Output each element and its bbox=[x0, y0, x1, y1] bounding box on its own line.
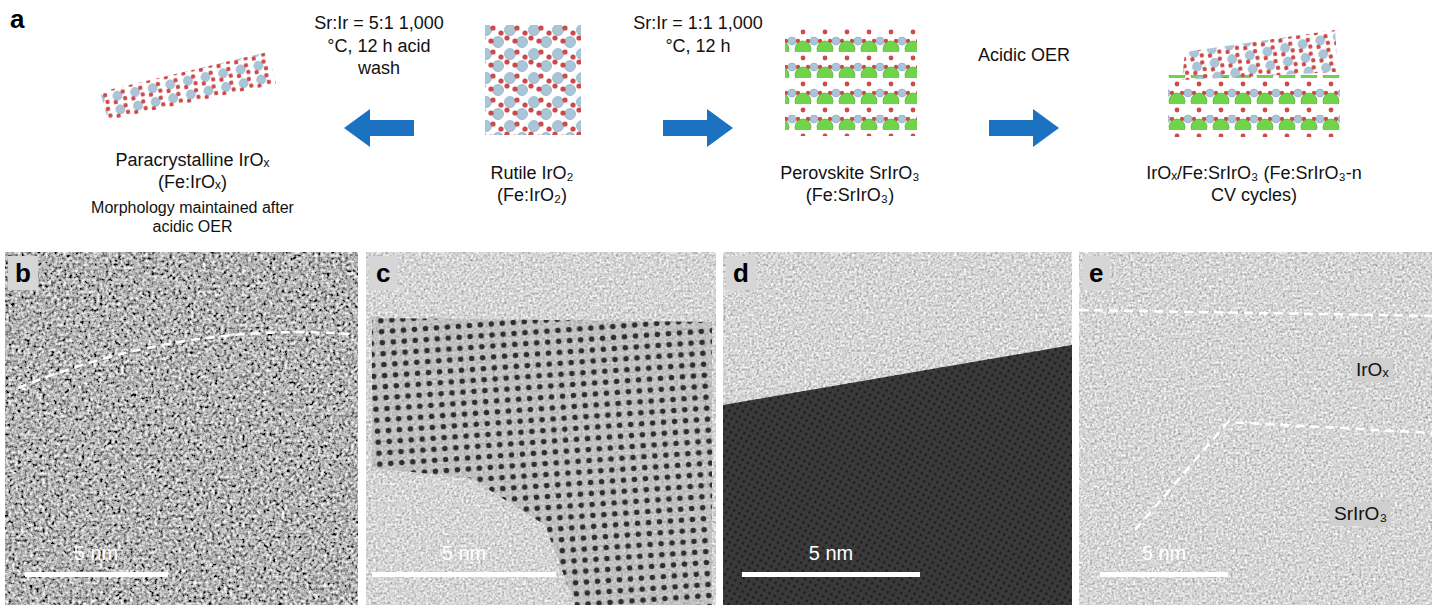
structure-node: Rutile IrO₂ (Fe:IrO₂) bbox=[418, 20, 646, 210]
scale-label: 5 nm bbox=[809, 542, 853, 565]
structure-caption: Rutile IrO₂ (Fe:IrO₂) bbox=[465, 163, 600, 206]
structure-node: IrOₓ/Fe:SrIrO₃ (Fe:SrIrO₃-n CV cycles) bbox=[1098, 20, 1410, 215]
perovskite-base bbox=[1168, 75, 1340, 137]
tem-image bbox=[723, 252, 1072, 605]
scale-bar bbox=[25, 572, 168, 577]
panel-letter: b bbox=[8, 256, 38, 290]
structure-note: Morphology maintained after acidic OER bbox=[90, 198, 295, 236]
process-arrow bbox=[989, 109, 1059, 147]
interface-line bbox=[1135, 422, 1432, 530]
interface-line bbox=[18, 332, 350, 388]
process-conditions: Sr:Ir = 1:1 1,000 °C, 12 h bbox=[629, 12, 767, 57]
interface-line bbox=[1079, 310, 1432, 316]
crystal-region bbox=[723, 252, 1072, 605]
scale-bar bbox=[372, 572, 556, 577]
region-label: IrOₓ bbox=[1352, 358, 1393, 382]
perovskite-structure bbox=[785, 28, 917, 136]
scale-label: 5 nm bbox=[1142, 542, 1186, 565]
panel-letter: c bbox=[369, 256, 397, 290]
structure-caption: Paracrystalline IrOₓ (Fe:IrOₓ) bbox=[88, 150, 298, 193]
process-arrow bbox=[344, 109, 414, 147]
scale-label: 5 nm bbox=[442, 542, 486, 565]
structure-node: Paracrystalline IrOₓ (Fe:IrOₓ) Morphology… bbox=[45, 40, 340, 245]
tem-image bbox=[366, 252, 716, 605]
tem-image bbox=[1079, 252, 1432, 605]
process-arrow bbox=[663, 109, 733, 147]
process-conditions: Sr:Ir = 5:1 1,000 °C, 12 h acid wash bbox=[310, 12, 448, 80]
lattice-fringes bbox=[366, 252, 716, 605]
scale-bar bbox=[742, 572, 920, 577]
region-label: SrIrO₃ bbox=[1330, 502, 1391, 526]
lattice-fringes bbox=[723, 252, 1072, 605]
paracrystalline-structure bbox=[100, 52, 276, 120]
tem-image bbox=[5, 252, 358, 605]
process-conditions: Acidic OER bbox=[959, 44, 1089, 67]
surface-irox-layer bbox=[1182, 30, 1338, 80]
structure-caption: Perovskite SrIrO₃ (Fe:SrIrO₃) bbox=[763, 163, 938, 206]
structure-node: Perovskite SrIrO₃ (Fe:SrIrO₃) bbox=[750, 20, 950, 210]
rutile-structure bbox=[485, 25, 581, 135]
panel-letter: e bbox=[1082, 256, 1110, 290]
structure-caption: IrOₓ/Fe:SrIrO₃ (Fe:SrIrO₃-n CV cycles) bbox=[1142, 163, 1367, 206]
panel-letter: a bbox=[10, 4, 24, 35]
scale-label: 5 nm bbox=[74, 542, 118, 565]
scale-bar bbox=[1100, 572, 1228, 577]
panel-letter: d bbox=[726, 256, 756, 290]
